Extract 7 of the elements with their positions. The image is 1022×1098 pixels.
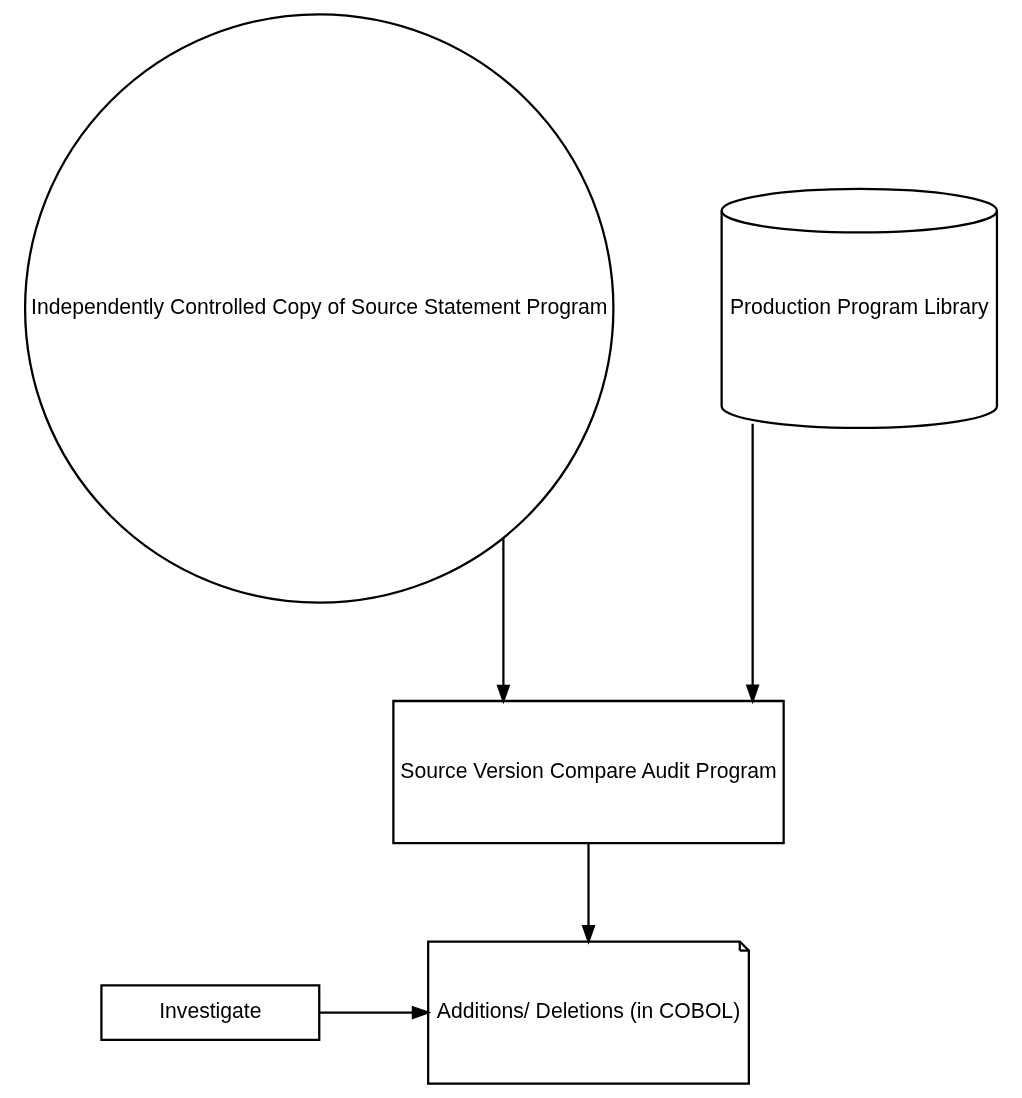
node-box: Source Version Compare Audit Program — [392, 699, 785, 845]
arrow — [496, 538, 511, 705]
node-circle: Independently Controlled Copy of Source Statement Program — [23, 13, 615, 604]
arrow — [581, 843, 596, 945]
arrow — [319, 1005, 432, 1020]
node-box: Investigate — [100, 984, 321, 1041]
arrow — [745, 423, 760, 705]
